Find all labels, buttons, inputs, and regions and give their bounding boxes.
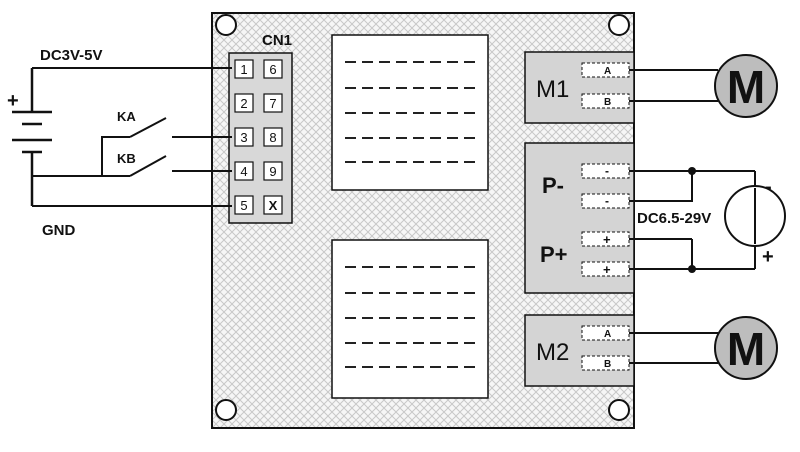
dc-source-minus: - [765,176,772,198]
switch-ka-label: KA [117,109,136,124]
connector-pins: 1 6 2 7 3 8 4 9 5 X [234,59,283,215]
component-block-upper [331,34,489,191]
connector-pin-label: 3 [240,130,247,145]
component-block-upper-dashes [345,61,475,163]
motor1-symbol: M [727,61,765,113]
supply-wires [32,67,232,207]
connector-pin-box [263,59,283,79]
connector-pin-label: 9 [269,164,276,179]
ground-label: GND [42,222,76,239]
motor2-icon [714,316,778,380]
switch-kb [129,155,167,177]
dc-source-label: DC6.5-29V [637,210,711,227]
junction-dot-neg [688,167,696,175]
power-pos-terminal-2-label: + [603,262,611,277]
component-block-lower [331,239,489,399]
mount-hole-bottom-right [608,399,630,421]
motor1-label: M1 [536,76,569,103]
motor1-terminal-b-label: B [604,97,611,108]
motor2-terminal-b [581,355,630,371]
motor2-terminal-b-label: B [604,359,611,370]
mount-hole-bottom-left [215,399,237,421]
junction-dot-pos [688,265,696,273]
connector-pin-box [263,127,283,147]
connector-pin-label: 2 [240,96,247,111]
mount-hole-top-right [608,14,630,36]
connector-pin-box [234,59,254,79]
switch-ka [129,117,167,138]
power-pos-terminal-1-label: + [603,232,611,247]
power-neg-terminal-1-label: - [605,164,609,178]
connector-pin-box [234,161,254,181]
connector-pin-label: 5 [240,198,247,213]
connector-pin-box [263,93,283,113]
motor1-terminal-a-label: A [604,66,611,77]
motor2-terminal-a-label: A [604,329,611,340]
power-negative-label: P- [542,173,564,198]
connector-label: CN1 [262,32,292,49]
motor-wires [629,69,718,364]
motor1-terminal-a [581,62,630,78]
battery-symbol [12,68,52,206]
motor1-icon [714,54,778,118]
connector-pin-label: 4 [240,164,247,179]
connector-pin-box [263,195,283,215]
connector-pin-label: X [269,198,278,213]
supply-plus-sign: + [7,90,19,112]
connector-pin-label: 1 [240,62,247,77]
power-neg-terminal-1 [581,163,630,179]
connector-pin-box [234,195,254,215]
power-positive-label: P+ [540,242,568,267]
power-neg-terminal-2-label: - [605,194,609,208]
power-pos-terminal-2 [581,261,630,277]
connector-pin-label: 8 [269,130,276,145]
mount-hole-top-left [215,14,237,36]
component-block-lower-dashes [345,266,475,368]
power-pos-terminal-1 [581,231,630,247]
connector-pin-box [234,93,254,113]
supply-voltage-label: DC3V-5V [40,47,103,64]
connector-pin-label: 6 [269,62,276,77]
motor2-label: M2 [536,339,569,366]
motor2-terminal-a [581,325,630,341]
power-neg-terminal-2 [581,193,630,209]
motor2-symbol: M [727,323,765,375]
connector-pin-box [263,161,283,181]
connector-pin-label: 7 [269,96,276,111]
motor1-terminal-b [581,93,630,109]
connector-pin-box [234,127,254,147]
dc-source-plus: + [762,246,774,268]
switch-kb-label: KB [117,151,136,166]
